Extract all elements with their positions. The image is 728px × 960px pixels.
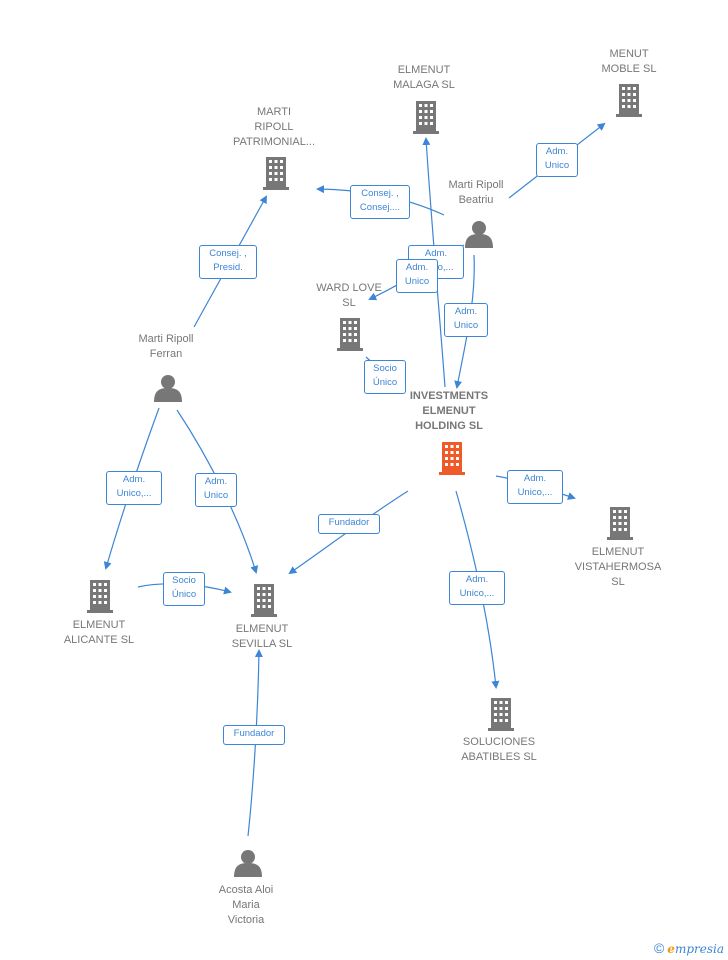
- building-icon-ward_love[interactable]: [337, 318, 363, 351]
- edge-label-e4[interactable]: Adm. Unico: [396, 259, 438, 293]
- edge-label-e5[interactable]: Adm. Unico: [444, 303, 488, 337]
- node-label-investments_elmenut_holding[interactable]: INVESTMENTS ELMENUT HOLDING SL: [409, 390, 489, 432]
- node-label-elmenut_malaga[interactable]: ELMENUT MALAGA SL: [393, 64, 455, 91]
- building-icon-marti_ripoll_patrimonial[interactable]: [263, 157, 289, 190]
- node-label-elmenut_sevilla[interactable]: ELMENUT SEVILLA SL: [231, 623, 293, 650]
- building-icon-elmenut_vistahermosa[interactable]: [607, 507, 633, 540]
- node-label-elmenut_alicante[interactable]: ELMENUT ALICANTE SL: [63, 619, 135, 646]
- edge-label-e9[interactable]: Adm. Unico: [195, 473, 237, 507]
- edge-label-e1[interactable]: Adm. Unico: [536, 143, 578, 177]
- edge-label-e7[interactable]: Consej. , Presid.: [199, 245, 257, 279]
- edge-label-e2[interactable]: Consej. , Consej....: [350, 185, 410, 219]
- brand-name: empresia: [667, 942, 724, 956]
- node-label-marti_ripoll_ferran[interactable]: Marti Ripoll Ferran: [138, 333, 194, 360]
- person-icon-marti_ripoll_ferran[interactable]: [154, 375, 182, 402]
- building-icon-elmenut_sevilla[interactable]: [251, 584, 277, 617]
- edge-label-e14[interactable]: Fundador: [223, 725, 285, 745]
- person-icon-acosta_aloi[interactable]: [234, 850, 262, 877]
- person-icon-marti_ripoll_beatriu[interactable]: [465, 221, 493, 248]
- edge-label-e11[interactable]: Adm. Unico,...: [507, 470, 563, 504]
- building-icon-menut_moble[interactable]: [616, 84, 642, 117]
- copyright-symbol: ©: [653, 940, 665, 956]
- edge-label-e8[interactable]: Adm. Unico,...: [106, 471, 162, 505]
- node-label-ward_love[interactable]: WARD LOVE SL: [316, 282, 382, 309]
- node-label-marti_ripoll_patrimonial[interactable]: MARTI RIPOLL PATRIMONIAL...: [232, 106, 316, 148]
- brand-watermark: ©empresia: [654, 940, 724, 956]
- node-label-marti_ripoll_beatriu[interactable]: Marti Ripoll Beatriu: [448, 179, 504, 206]
- node-label-menut_moble[interactable]: MENUT MOBLE SL: [601, 48, 657, 75]
- node-label-elmenut_vistahermosa[interactable]: ELMENUT VISTAHERMOSA SL: [574, 546, 662, 588]
- edge-label-e12[interactable]: Adm. Unico,...: [449, 571, 505, 605]
- node-label-soluciones_abatibles[interactable]: SOLUCIONES ABATIBLES SL: [461, 736, 537, 763]
- building-icon-elmenut_alicante[interactable]: [87, 580, 113, 613]
- building-icon-investments_elmenut_holding[interactable]: [439, 442, 465, 475]
- node-label-acosta_aloi[interactable]: Acosta Aloi Maria Victoria: [218, 884, 274, 926]
- building-icon-elmenut_malaga[interactable]: [413, 101, 439, 134]
- building-icon-soluciones_abatibles[interactable]: [488, 698, 514, 731]
- edge-label-e6[interactable]: Socio Único: [364, 360, 406, 394]
- edge-label-e13[interactable]: Socio Único: [163, 572, 205, 606]
- edge-label-e10[interactable]: Fundador: [318, 514, 380, 534]
